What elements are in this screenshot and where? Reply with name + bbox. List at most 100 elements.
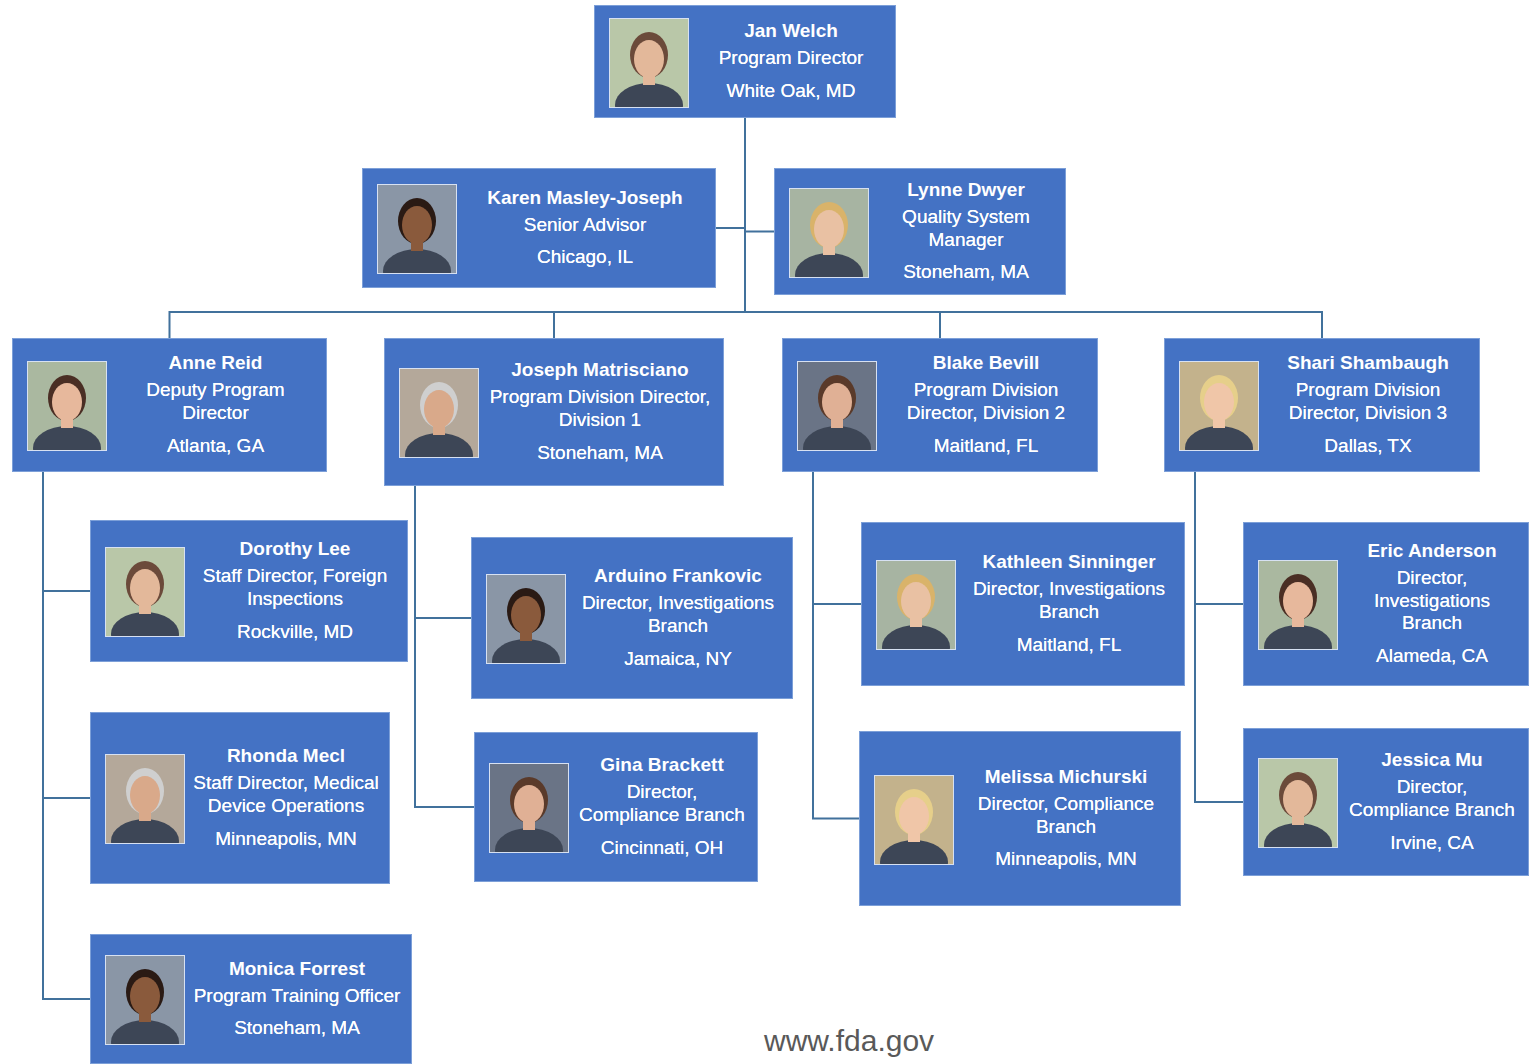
person-name: Dorothy Lee — [191, 538, 399, 561]
portrait-photo — [876, 560, 956, 650]
person-box: Shari ShambaughProgram Division Director… — [1164, 338, 1480, 472]
portrait-figure — [1180, 362, 1258, 450]
org-connector — [1195, 472, 1243, 802]
portrait-figure — [1259, 759, 1337, 847]
org-connector — [43, 472, 90, 798]
person-box: Blake BevillProgram Division Director, D… — [782, 338, 1098, 472]
person-name: Rhonda Mecl — [191, 745, 381, 768]
office-location: Maitland, FL — [883, 435, 1089, 458]
person-name: Blake Bevill — [883, 352, 1089, 375]
person-box: Gina BrackettDirector, Compliance Branch… — [474, 732, 758, 882]
portrait-photo — [486, 574, 566, 664]
org-connector — [1195, 472, 1243, 604]
portrait-photo — [489, 763, 569, 853]
person-name: Monica Forrest — [191, 958, 403, 981]
portrait-figure — [400, 369, 478, 457]
person-box: Jan WelchProgram DirectorWhite Oak, MD — [594, 5, 896, 118]
portrait-figure — [877, 561, 955, 649]
job-title: Staff Director, Foreign Inspections — [191, 565, 399, 611]
person-box: Anne ReidDeputy Program DirectorAtlanta,… — [12, 338, 327, 472]
portrait-photo — [1258, 560, 1338, 650]
office-location: Chicago, IL — [463, 246, 707, 269]
org-connector — [716, 118, 745, 228]
portrait-photo — [105, 754, 185, 844]
org-connector — [813, 472, 861, 604]
portrait-photo — [1258, 758, 1338, 848]
job-title: Director, Investigations Branch — [962, 578, 1176, 624]
office-location: Stoneham, MA — [485, 442, 715, 465]
portrait-figure — [28, 362, 106, 450]
office-location: Dallas, TX — [1265, 435, 1471, 458]
portrait-figure — [106, 755, 184, 843]
person-name: Kathleen Sinninger — [962, 551, 1176, 574]
person-name: Anne Reid — [113, 352, 318, 375]
person-name: Karen Masley-Joseph — [463, 187, 707, 210]
job-title: Program Division Director, Division 2 — [883, 379, 1089, 425]
portrait-figure — [490, 764, 568, 852]
office-location: Minneapolis, MN — [191, 828, 381, 851]
person-box: Rhonda MeclStaff Director, Medical Devic… — [90, 712, 390, 884]
website-label: www.fda.gov — [764, 1026, 934, 1056]
job-title: Staff Director, Medical Device Operation… — [191, 772, 381, 818]
org-connector — [415, 486, 474, 807]
org-connector — [43, 472, 90, 591]
person-name: Jessica Mu — [1344, 749, 1520, 772]
job-title: Senior Advisor — [463, 214, 707, 237]
portrait-photo — [789, 188, 869, 278]
job-title: Director, Compliance Branch — [1344, 776, 1520, 822]
person-box: Jessica Mu Director, Compliance BranchIrv… — [1243, 728, 1529, 876]
person-name: Lynne Dwyer — [875, 179, 1057, 202]
job-title: Program Division Director, Division 3 — [1265, 379, 1471, 425]
org-connector — [813, 472, 859, 819]
person-name: Joseph Matrisciano — [485, 359, 715, 382]
person-name: Gina Brackett — [575, 754, 749, 777]
person-box: Arduino FrankovicDirector, Investigation… — [471, 537, 793, 699]
person-box: Kathleen SinningerDirector, Investigatio… — [861, 522, 1185, 686]
office-location: Jamaica, NY — [572, 648, 784, 671]
portrait-photo — [27, 361, 107, 451]
person-box: Monica ForrestProgram Training OfficerSt… — [90, 934, 412, 1064]
person-name: Eric Anderson — [1344, 540, 1520, 563]
portrait-photo — [105, 955, 185, 1045]
portrait-figure — [487, 575, 565, 663]
job-title: Program Division Director, Division 1 — [485, 386, 715, 432]
office-location: White Oak, MD — [695, 80, 887, 103]
person-name: Melissa Michurski — [960, 766, 1172, 789]
office-location: Irvine, CA — [1344, 832, 1520, 855]
office-location: Rockville, MD — [191, 621, 399, 644]
job-title: Director, Investigations Branch — [572, 592, 784, 638]
person-name: Arduino Frankovic — [572, 565, 784, 588]
job-title: Director, Investigations Branch — [1344, 567, 1520, 635]
portrait-photo — [609, 18, 689, 108]
org-connector — [415, 486, 471, 618]
person-name: Jan Welch — [695, 20, 887, 43]
org-connector — [43, 472, 90, 999]
office-location: Maitland, FL — [962, 634, 1176, 657]
person-name: Shari Shambaugh — [1265, 352, 1471, 375]
job-title: Director, Compliance Branch — [575, 781, 749, 827]
portrait-figure — [106, 548, 184, 636]
person-box: Karen Masley-JosephSenior AdvisorChicago… — [362, 168, 716, 288]
portrait-photo — [399, 368, 479, 458]
person-box: Joseph MatriscianoProgram Division Direc… — [384, 338, 724, 486]
office-location: Minneapolis, MN — [960, 848, 1172, 871]
person-box: Lynne DwyerQuality System ManagerStoneha… — [774, 168, 1066, 295]
portrait-figure — [610, 19, 688, 107]
portrait-figure — [790, 189, 868, 277]
portrait-figure — [106, 956, 184, 1044]
org-connector — [170, 118, 746, 338]
portrait-photo — [377, 184, 457, 274]
office-location: Atlanta, GA — [113, 435, 318, 458]
portrait-figure — [798, 362, 876, 450]
org-connector — [745, 118, 1322, 338]
office-location: Cincinnati, OH — [575, 837, 749, 860]
portrait-photo — [797, 361, 877, 451]
job-title: Director, Compliance Branch — [960, 793, 1172, 839]
person-box: Eric AndersonDirector, Investigations Br… — [1243, 522, 1529, 686]
office-location: Alameda, CA — [1344, 645, 1520, 668]
job-title: Program Director — [695, 47, 887, 70]
portrait-photo — [105, 547, 185, 637]
person-box: Melissa MichurskiDirector, Compliance Br… — [859, 731, 1181, 906]
job-title: Program Training Officer — [191, 985, 403, 1008]
